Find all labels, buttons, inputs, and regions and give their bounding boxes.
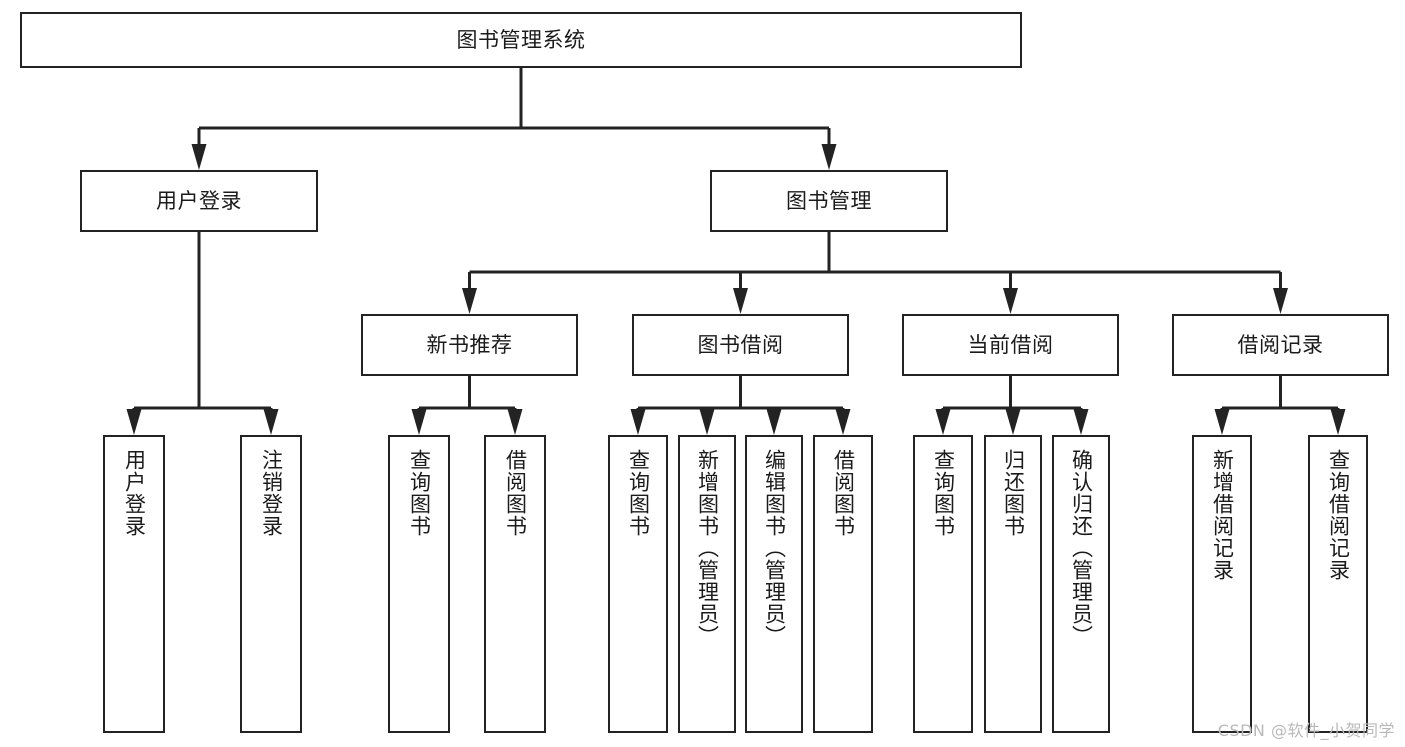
- arrowhead-icon: [1073, 409, 1089, 435]
- node-l-q3[interactable]: 查询图书: [913, 435, 973, 733]
- node-newrec[interactable]: 新书推荐: [361, 314, 578, 376]
- arrowhead-icon: [835, 409, 851, 435]
- node-borrow[interactable]: 图书借阅: [632, 314, 849, 376]
- node-l-add[interactable]: 新增图书（管理员）: [678, 435, 736, 733]
- node-label: 归还图书: [1001, 449, 1026, 537]
- node-l-edit[interactable]: 编辑图书（管理员）: [745, 435, 803, 733]
- arrowhead-icon: [462, 288, 477, 314]
- node-l-confirm[interactable]: 确认归还（管理员）: [1052, 435, 1110, 733]
- node-label: 借阅图书: [503, 449, 528, 537]
- node-label: 新增图书（管理员）: [695, 449, 720, 647]
- node-label: 图书管理系统: [456, 27, 586, 52]
- node-l-login[interactable]: 用户登录: [103, 435, 165, 733]
- arrowhead-icon: [699, 409, 715, 435]
- node-current[interactable]: 当前借阅: [902, 314, 1119, 376]
- node-label: 查询图书: [407, 449, 432, 537]
- node-label: 新增借阅记录: [1210, 449, 1235, 581]
- node-label: 图书管理: [786, 188, 872, 213]
- arrowhead-icon: [935, 409, 951, 435]
- arrowhead-icon: [630, 409, 646, 435]
- node-label: 用户登录: [156, 188, 242, 213]
- node-label: 图书借阅: [697, 332, 784, 357]
- node-label: 查询借阅记录: [1326, 449, 1351, 581]
- node-l-b2[interactable]: 借阅图书: [813, 435, 873, 733]
- node-label: 当前借阅: [967, 332, 1054, 357]
- node-l-q2[interactable]: 查询图书: [608, 435, 668, 733]
- arrowhead-icon: [1003, 288, 1018, 314]
- node-label: 注销登录: [259, 449, 284, 537]
- arrowhead-icon: [1330, 409, 1346, 435]
- arrowhead-icon: [263, 409, 279, 435]
- arrowhead-icon: [1005, 409, 1021, 435]
- node-l-logout[interactable]: 注销登录: [240, 435, 302, 733]
- node-label: 借阅图书: [831, 449, 856, 537]
- node-label: 新书推荐: [426, 332, 513, 357]
- node-bookmgmt[interactable]: 图书管理: [710, 170, 948, 232]
- node-l-b1[interactable]: 借阅图书: [484, 435, 546, 733]
- node-label: 确认归还（管理员）: [1069, 449, 1094, 647]
- arrowhead-icon: [126, 409, 142, 435]
- node-label: 编辑图书（管理员）: [762, 449, 787, 647]
- arrowhead-icon: [411, 409, 427, 435]
- arrowhead-icon: [733, 288, 748, 314]
- arrowhead-icon: [766, 409, 782, 435]
- arrowhead-icon: [1273, 288, 1288, 314]
- node-l-qrec[interactable]: 查询借阅记录: [1308, 435, 1368, 733]
- node-l-q1[interactable]: 查询图书: [388, 435, 450, 733]
- node-l-addrec[interactable]: 新增借阅记录: [1192, 435, 1252, 733]
- arrowhead-icon: [821, 144, 837, 170]
- arrowhead-icon: [1214, 409, 1230, 435]
- node-records[interactable]: 借阅记录: [1172, 314, 1389, 376]
- node-l-return[interactable]: 归还图书: [984, 435, 1042, 733]
- arrowhead-icon: [507, 409, 523, 435]
- node-label: 查询图书: [626, 449, 651, 537]
- node-root[interactable]: 图书管理系统: [20, 12, 1022, 68]
- node-login[interactable]: 用户登录: [80, 170, 318, 232]
- node-label: 查询图书: [931, 449, 956, 537]
- arrowhead-icon: [191, 144, 207, 170]
- node-label: 借阅记录: [1237, 332, 1324, 357]
- node-label: 用户登录: [122, 449, 147, 537]
